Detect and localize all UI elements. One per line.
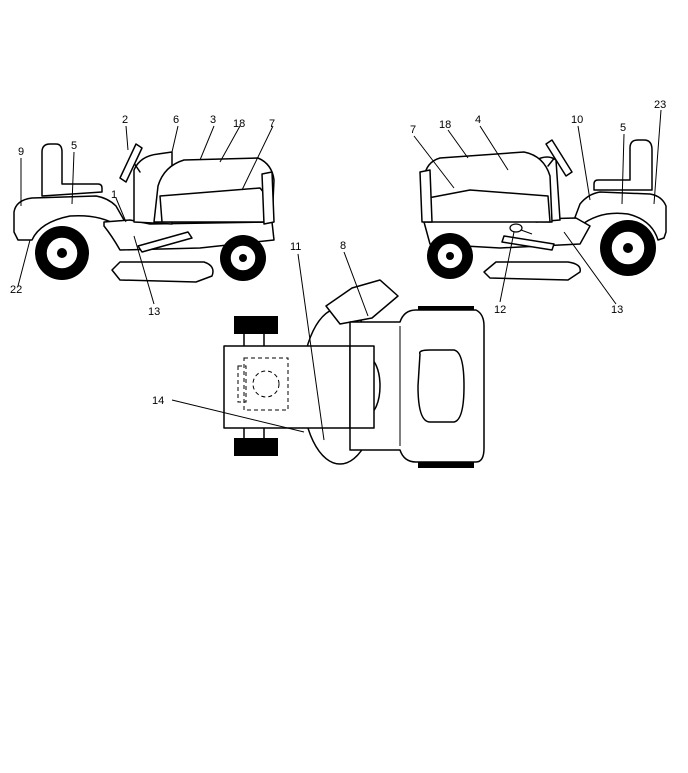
top-mid-body xyxy=(349,345,375,429)
callout-label: 14 xyxy=(152,395,164,407)
callout-label: 11 xyxy=(290,241,301,253)
callout-label: 1 xyxy=(111,189,117,201)
callout-label: 2 xyxy=(122,114,128,126)
top-hood xyxy=(349,309,485,463)
callout-label: 7 xyxy=(269,118,275,130)
top-hood-oval xyxy=(417,349,465,423)
right-seat-back xyxy=(593,139,653,191)
leader-lines xyxy=(17,109,662,441)
callout-label: 10 xyxy=(571,114,583,126)
top-rear-tire-lower xyxy=(234,438,278,456)
callout-label: 9 xyxy=(18,146,24,158)
callout-label: 18 xyxy=(439,119,451,131)
callout-label: 23 xyxy=(654,99,666,111)
callout-label: 12 xyxy=(494,304,506,316)
left-pedal xyxy=(137,231,193,253)
right-steering-wheel xyxy=(545,139,573,177)
callout-label: 22 xyxy=(10,284,22,296)
callout-label: 3 xyxy=(210,114,216,126)
callout-label: 5 xyxy=(71,140,77,152)
top-discharge-chute xyxy=(325,279,399,325)
callout-label: 18 xyxy=(233,118,245,130)
callout-label: 7 xyxy=(410,124,416,136)
callout-label: 8 xyxy=(340,240,346,252)
callout-labels: 2 6 3 18 7 9 5 1 22 13 23 10 4 7 18 5 12… xyxy=(10,99,666,407)
callout-label: 6 xyxy=(173,114,179,126)
right-mower-deck xyxy=(483,261,581,281)
top-rear-tire-upper xyxy=(234,316,278,334)
top-rear-body xyxy=(223,345,351,429)
callout-label: 5 xyxy=(620,122,626,134)
top-front-tire-lower xyxy=(418,458,474,468)
right-side-view-tractor xyxy=(419,139,667,281)
left-side-view-tractor xyxy=(13,143,275,283)
callout-label: 13 xyxy=(148,306,160,318)
right-grille xyxy=(419,169,433,223)
top-seat-outline xyxy=(243,357,289,411)
callout-label: 13 xyxy=(611,304,623,316)
left-steering-wheel xyxy=(119,143,143,183)
top-view-tractor xyxy=(223,279,485,468)
callout-label: 4 xyxy=(475,114,481,126)
left-grille xyxy=(261,171,275,225)
right-lever xyxy=(501,235,555,251)
right-hood-panel xyxy=(427,189,551,223)
left-seat-back xyxy=(41,143,103,197)
left-mower-deck xyxy=(111,261,214,283)
right-key xyxy=(509,223,523,233)
